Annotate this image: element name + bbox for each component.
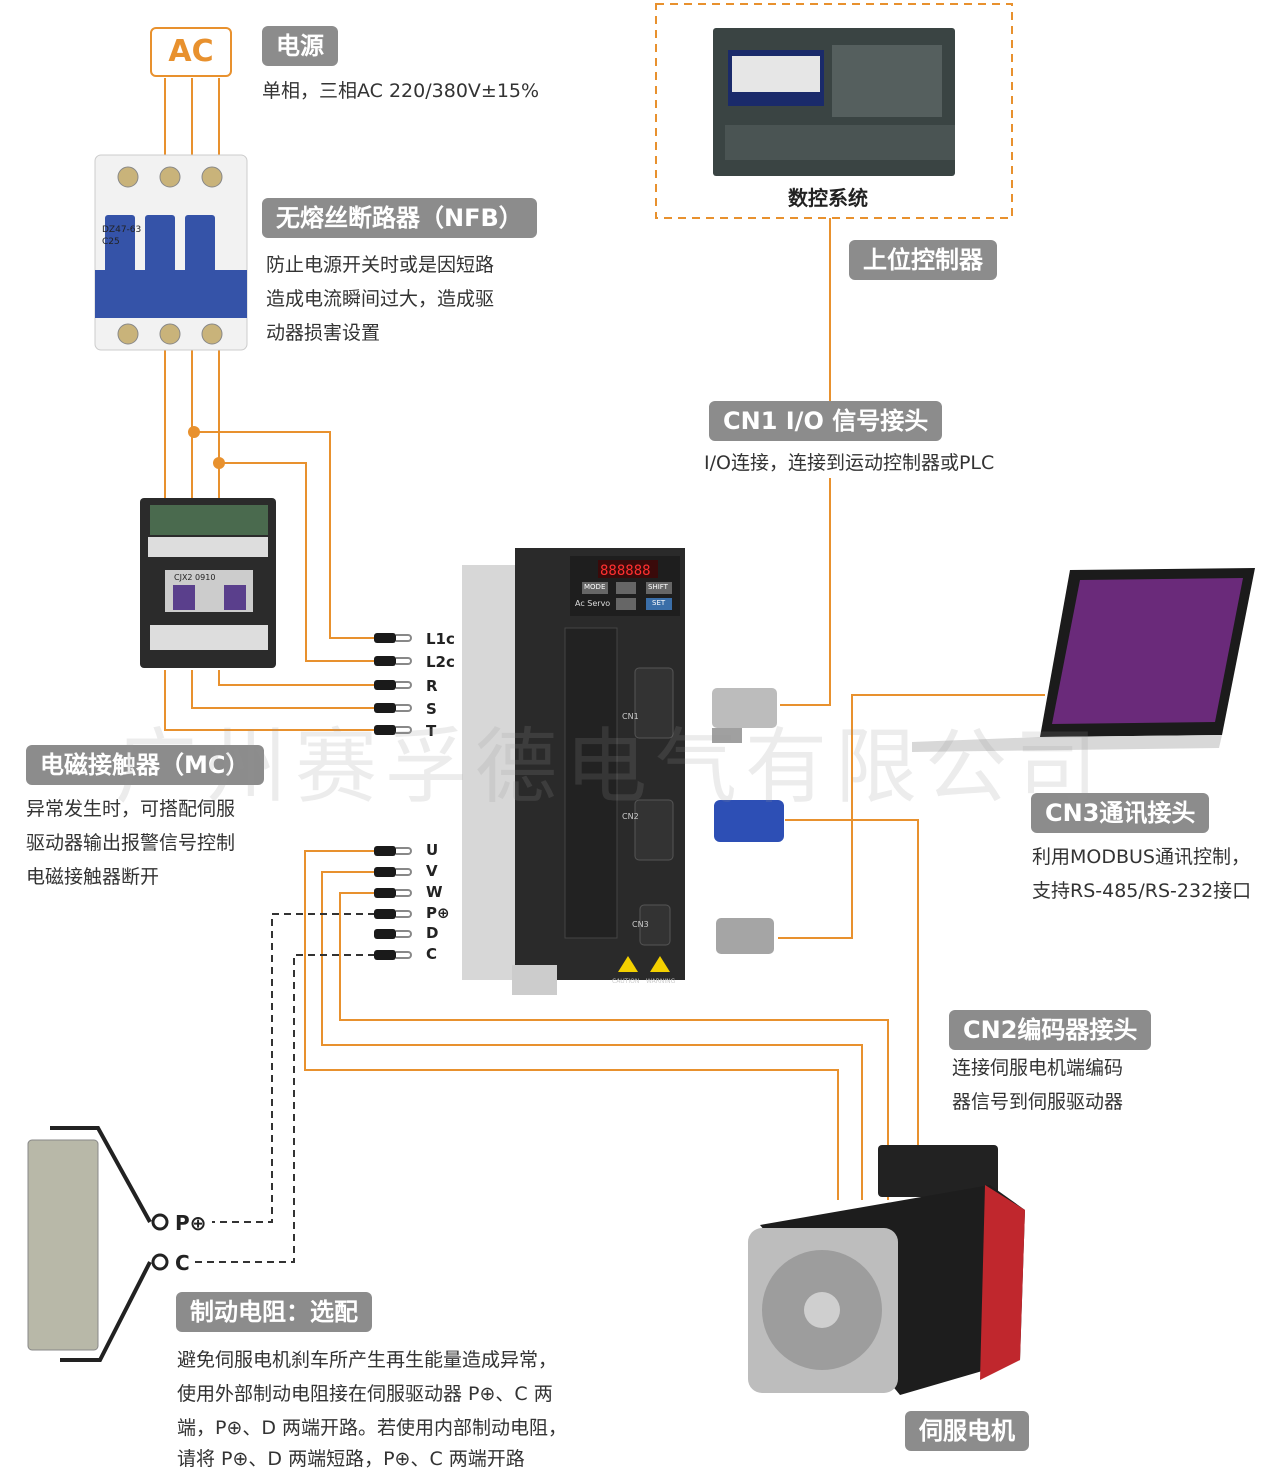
- terminal-v: V: [426, 862, 438, 880]
- cn2-desc-line-1: 连接伺服电机端编码: [952, 1057, 1124, 1079]
- terminal-t: T: [426, 722, 437, 740]
- junction-dot: [213, 457, 225, 469]
- company-watermark: 广州赛孚德电气有限公司: [115, 720, 1106, 815]
- motor-title: 伺服电机: [905, 1411, 1029, 1451]
- cn3-desc-line-2: 支持RS-485/RS-232接口: [1032, 880, 1252, 902]
- cn2-title: CN2编码器接头: [949, 1010, 1152, 1050]
- terminal-d: D: [426, 924, 439, 942]
- cn1-desc: I/O连接，连接到运动控制器或PLC: [704, 452, 995, 474]
- nfb-model-text: DZ47-63: [102, 225, 141, 235]
- cnc-caption: 数控系统: [788, 186, 868, 210]
- mc-model-text: CJX2 0910: [174, 573, 215, 582]
- cn3-title: CN3通讯接头: [1031, 793, 1210, 833]
- cn2-desc-line-2: 器信号到伺服驱动器: [952, 1091, 1124, 1113]
- brake-wires: [195, 913, 375, 1263]
- circuit-breaker-nfb: DZ47-63 C25: [94, 154, 248, 351]
- mc-desc-line-2: 驱动器输出报警信号控制: [26, 832, 236, 854]
- lug-u: [374, 846, 412, 856]
- nfb-desc-line-2: 造成电流瞬间过大，造成驱: [266, 288, 495, 310]
- laptop: [912, 568, 1255, 752]
- brake-resistor: [27, 1126, 169, 1362]
- lug-l1c: [374, 633, 412, 643]
- terminal-p: P⊕: [426, 904, 450, 922]
- lug-l2c: [374, 656, 412, 666]
- nfb-rating-text: C25: [102, 237, 120, 247]
- brake-title: 制动电阻：选配: [176, 1292, 372, 1332]
- drive-brand: Ac Servo: [575, 599, 611, 608]
- junction-dot: [188, 426, 200, 438]
- terminal-c: C: [426, 945, 438, 963]
- brake-desc-line-2: 使用外部制动电阻接在伺服驱动器 P⊕、C 两: [177, 1383, 553, 1405]
- power-desc: 单相，三相AC 220/380V±15%: [262, 80, 540, 102]
- terminal-u: U: [426, 841, 439, 859]
- host-controller-box: [655, 3, 1013, 219]
- brake-desc-line-1: 避免伺服电机刹车所产生再生能量造成异常，: [177, 1349, 558, 1371]
- drive-cn3-label: CN3: [632, 920, 649, 929]
- connectors: [712, 688, 784, 954]
- lug-w: [374, 888, 412, 898]
- terminal-l1c: L1c: [426, 630, 455, 648]
- lug-d: [374, 929, 412, 939]
- brake-desc-line-4: 请将 P⊕、D 两端短路，P⊕、C 两端开路: [177, 1448, 525, 1470]
- resistor-terminal-c: C: [175, 1251, 190, 1275]
- servo-motor: [748, 1145, 1025, 1395]
- power-title: 电源: [262, 26, 338, 66]
- terminal-l2c: L2c: [426, 653, 455, 671]
- brake-desc-line-3: 端，P⊕、D 两端开路。若使用内部制动电阻，: [177, 1417, 568, 1439]
- ac-wires: [164, 78, 220, 160]
- resistor-terminal-p: P⊕: [175, 1211, 207, 1235]
- terminal-r: R: [426, 677, 438, 695]
- cn1-title: CN1 I/O 信号接头: [709, 401, 943, 441]
- servo-drive: 888888: [462, 548, 685, 995]
- drive-shift-button: SHIFT: [648, 583, 668, 591]
- nfb-title: 无熔丝断路器（NFB）: [262, 198, 537, 238]
- lug-p: [374, 909, 412, 919]
- power-wires: [164, 218, 1045, 1200]
- lug-r: [374, 680, 412, 690]
- terminal-w: W: [426, 883, 443, 901]
- drive-display: 888888: [600, 563, 651, 579]
- nfb-desc-line-1: 防止电源开关时或是因短路: [266, 254, 495, 276]
- lug-v: [374, 867, 412, 877]
- mc-desc-line-1: 异常发生时，可搭配伺服: [26, 798, 236, 820]
- mc-desc-line-3: 电磁接触器断开: [26, 866, 160, 888]
- lug-c: [374, 950, 412, 960]
- cnc-panel: [713, 28, 955, 176]
- drive-warning-label: WARNING: [646, 978, 676, 985]
- contactor-mc: CJX2 0910: [140, 498, 276, 668]
- drive-mode-button: MODE: [584, 583, 606, 591]
- drive-set-button: SET: [652, 599, 666, 607]
- drive-cn2-label: CN2: [622, 812, 639, 821]
- mc-title: 电磁接触器（MC）: [26, 745, 264, 785]
- lug-s: [374, 703, 412, 713]
- ac-power-source: AC: [150, 27, 232, 77]
- cn3-desc-line-1: 利用MODBUS通讯控制，: [1032, 846, 1250, 868]
- host-controller-title: 上位控制器: [849, 240, 997, 280]
- drive-caution-label: CAUTION: [612, 978, 640, 985]
- nfb-desc-line-3: 动器损害设置: [266, 322, 381, 344]
- lug-t: [374, 725, 412, 735]
- terminal-s: S: [426, 700, 437, 718]
- drive-cn1-label: CN1: [622, 712, 639, 721]
